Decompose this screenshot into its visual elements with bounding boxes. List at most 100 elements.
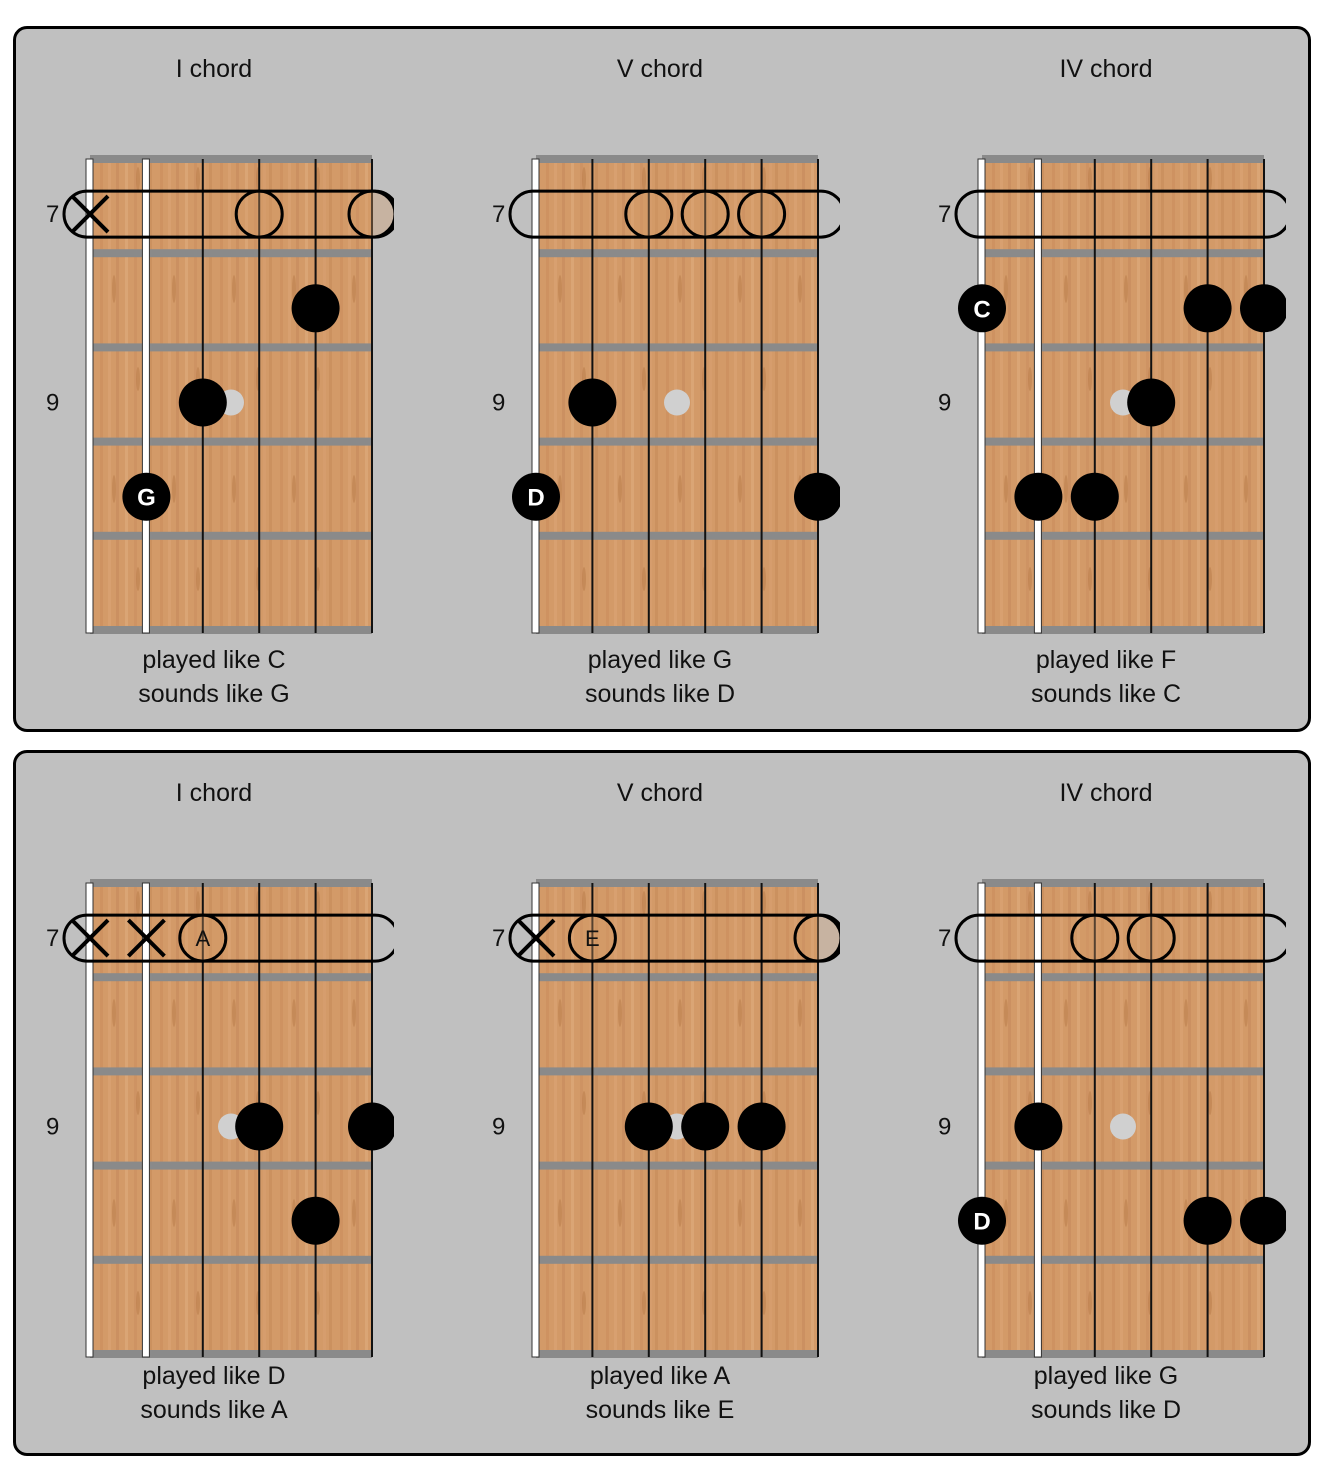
finger-dot bbox=[122, 472, 171, 521]
finger-dot bbox=[1070, 472, 1119, 521]
open-note-ring bbox=[567, 913, 617, 963]
fret-wire bbox=[982, 249, 1264, 258]
caption-played-like: played like C bbox=[142, 646, 286, 674]
muted-string-x bbox=[70, 194, 110, 234]
finger-dot bbox=[348, 1102, 394, 1151]
fret-wire bbox=[982, 155, 1264, 163]
finger-dot bbox=[568, 378, 617, 427]
fret-wire bbox=[90, 1161, 372, 1170]
fret-wire bbox=[90, 973, 372, 982]
fret-wire bbox=[90, 249, 372, 258]
caption-played-like: played like F bbox=[1035, 646, 1177, 674]
fret-wire bbox=[536, 343, 818, 352]
muted-string-x bbox=[70, 918, 110, 958]
fret-number-label: 9 bbox=[46, 390, 59, 417]
fret-wire bbox=[536, 1255, 818, 1264]
fretboard: 7 9D bbox=[938, 879, 1286, 1358]
fret-wire bbox=[90, 1350, 372, 1358]
open-note-ring bbox=[234, 189, 284, 239]
ghost-dot bbox=[664, 389, 690, 416]
open-note-ring bbox=[347, 189, 394, 239]
fret-wire bbox=[982, 531, 1264, 540]
barre bbox=[62, 189, 394, 239]
string bbox=[85, 158, 94, 634]
fretboard: 79E bbox=[492, 879, 840, 1358]
open-note-ring bbox=[1070, 913, 1120, 963]
fret-wire bbox=[536, 1161, 818, 1170]
open-note-ring bbox=[680, 189, 730, 239]
fret-wire bbox=[536, 437, 818, 446]
finger-dot bbox=[1240, 1196, 1286, 1245]
root-note-label: D bbox=[973, 1209, 990, 1236]
string bbox=[141, 158, 150, 634]
fret-number-label: 9 bbox=[492, 1114, 505, 1141]
fret-number-label: 9 bbox=[938, 390, 951, 417]
barre bbox=[954, 913, 1286, 963]
string bbox=[141, 882, 150, 1358]
finger-dot bbox=[1183, 1196, 1232, 1245]
fretboard: 79C bbox=[938, 155, 1286, 634]
fret-wire bbox=[982, 973, 1264, 982]
fret-wire bbox=[982, 1161, 1264, 1170]
finger-dot bbox=[681, 1102, 730, 1151]
fret-wire bbox=[982, 626, 1264, 634]
fret-number-label: 9 bbox=[938, 1114, 951, 1141]
fret-wire bbox=[536, 249, 818, 258]
finger-dot bbox=[178, 378, 227, 427]
open-note-ring bbox=[1126, 913, 1176, 963]
fret-number-label: 7 bbox=[46, 201, 59, 228]
fret-number-label: 7 bbox=[938, 201, 951, 228]
open-note-ring bbox=[793, 913, 840, 963]
finger-dot bbox=[958, 284, 1006, 333]
fret-number-label: 7 bbox=[492, 925, 505, 952]
chord-title: IV chord bbox=[1059, 55, 1153, 83]
finger-dot bbox=[624, 1102, 673, 1151]
fret-wire bbox=[536, 1350, 818, 1358]
fret-wire bbox=[982, 1067, 1264, 1076]
root-note-label: D bbox=[527, 485, 544, 512]
muted-string-x bbox=[126, 918, 166, 958]
caption-sounds-like: sounds like D bbox=[584, 680, 736, 708]
caption-sounds-like: sounds like A bbox=[140, 1396, 288, 1424]
fret-wire bbox=[90, 343, 372, 352]
finger-dot bbox=[1183, 284, 1232, 333]
string bbox=[977, 158, 986, 634]
fret-wire bbox=[536, 879, 818, 887]
finger-dot bbox=[794, 472, 840, 521]
fret-wire bbox=[982, 1255, 1264, 1264]
open-note-ring bbox=[624, 189, 674, 239]
fret-wire bbox=[90, 879, 372, 887]
fret-wire bbox=[90, 155, 372, 163]
fret-wire bbox=[982, 343, 1264, 352]
chord-title: V chord bbox=[616, 55, 704, 83]
caption-sounds-like: sounds like E bbox=[585, 1396, 735, 1424]
chord-title: IV chord bbox=[1059, 779, 1153, 807]
finger-dot bbox=[737, 1102, 786, 1151]
barre bbox=[954, 189, 1286, 239]
caption-played-like: played like G bbox=[587, 646, 733, 674]
fretboard: 79D bbox=[492, 155, 840, 634]
caption-played-like: played like A bbox=[589, 1362, 731, 1390]
fret-wire bbox=[982, 437, 1264, 446]
fret-wire bbox=[536, 626, 818, 634]
string bbox=[531, 158, 540, 634]
finger-dot bbox=[512, 472, 560, 521]
string bbox=[1033, 158, 1042, 634]
finger-dot bbox=[291, 284, 340, 333]
caption-played-like: played like D bbox=[142, 1362, 286, 1390]
chord-title: I chord bbox=[175, 779, 253, 807]
barre bbox=[508, 913, 840, 963]
fret-wire bbox=[536, 973, 818, 982]
chord-title: I chord bbox=[175, 55, 253, 83]
finger-dot bbox=[1240, 284, 1286, 333]
finger-dot bbox=[1014, 472, 1063, 521]
string bbox=[85, 882, 94, 1358]
fret-number-label: 7 bbox=[938, 925, 951, 952]
